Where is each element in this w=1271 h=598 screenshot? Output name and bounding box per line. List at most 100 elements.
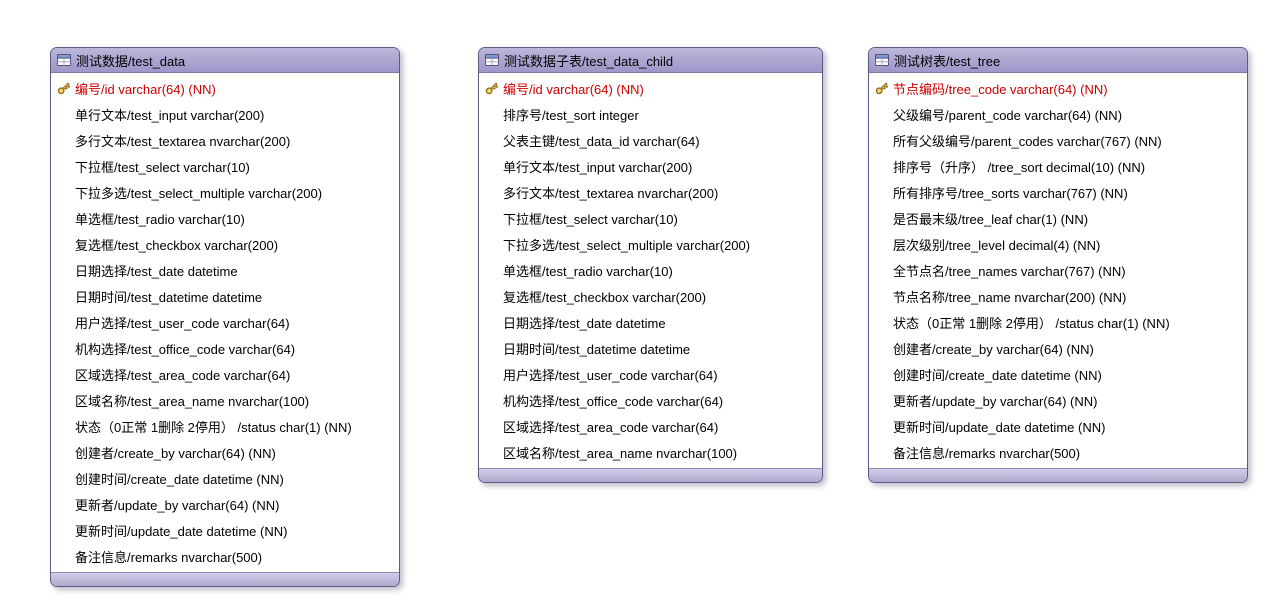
field-label: 备注信息/remarks nvarchar(500) <box>75 549 263 565</box>
field-row[interactable]: 所有父级编号/parent_codes varchar(767) (NN) <box>869 127 1247 153</box>
table-grid-icon <box>485 54 499 66</box>
field-row[interactable]: 区域名称/test_area_name nvarchar(100) <box>479 439 822 465</box>
field-row-primary-key[interactable]: 编号/id varchar(64) (NN) <box>51 75 399 101</box>
field-label: 父级编号/parent_code varchar(64) (NN) <box>893 107 1123 123</box>
field-row[interactable]: 父级编号/parent_code varchar(64) (NN) <box>869 101 1247 127</box>
field-row[interactable]: 日期时间/test_datetime datetime <box>479 335 822 361</box>
field-row[interactable]: 备注信息/remarks nvarchar(500) <box>51 543 399 569</box>
field-row[interactable]: 创建时间/create_date datetime (NN) <box>51 465 399 491</box>
field-row[interactable]: 用户选择/test_user_code varchar(64) <box>51 309 399 335</box>
table-grid-icon-svg <box>485 54 499 66</box>
table-grid-icon <box>875 54 889 66</box>
field-row[interactable]: 排序号（升序） /tree_sort decimal(10) (NN) <box>869 153 1247 179</box>
field-row[interactable]: 创建者/create_by varchar(64) (NN) <box>869 335 1247 361</box>
field-row[interactable]: 是否最末级/tree_leaf char(1) (NN) <box>869 205 1247 231</box>
field-row[interactable]: 日期时间/test_datetime datetime <box>51 283 399 309</box>
field-label: 用户选择/test_user_code varchar(64) <box>503 367 718 383</box>
table-header-test_tree[interactable]: 测试树表/test_tree <box>869 48 1247 73</box>
table-grid-icon-svg <box>875 54 889 66</box>
field-label: 创建者/create_by varchar(64) (NN) <box>893 341 1094 357</box>
field-label: 排序号/test_sort integer <box>503 107 639 123</box>
field-label: 复选框/test_checkbox varchar(200) <box>75 237 279 253</box>
table-title: 测试树表/test_tree <box>894 53 1001 69</box>
field-label: 区域名称/test_area_name nvarchar(100) <box>503 445 738 461</box>
field-row[interactable]: 多行文本/test_textarea nvarchar(200) <box>51 127 399 153</box>
field-label: 复选框/test_checkbox varchar(200) <box>503 289 707 305</box>
field-label: 日期选择/test_date datetime <box>75 263 238 279</box>
field-row[interactable]: 区域选择/test_area_code varchar(64) <box>51 361 399 387</box>
field-row[interactable]: 全节点名/tree_names varchar(767) (NN) <box>869 257 1247 283</box>
field-label: 节点名称/tree_name nvarchar(200) (NN) <box>893 289 1127 305</box>
field-row[interactable]: 机构选择/test_office_code varchar(64) <box>479 387 822 413</box>
table-card-test_data_child[interactable]: 测试数据子表/test_data_child 编号/id varchar(64) … <box>478 47 823 483</box>
field-row[interactable]: 节点名称/tree_name nvarchar(200) (NN) <box>869 283 1247 309</box>
field-label: 单选框/test_radio varchar(10) <box>503 263 673 279</box>
table-grid-icon <box>57 54 71 66</box>
field-label: 机构选择/test_office_code varchar(64) <box>503 393 724 409</box>
table-card-test_data[interactable]: 测试数据/test_data 编号/id varchar(64) (NN) 单行文本… <box>50 47 400 587</box>
field-label: 日期选择/test_date datetime <box>503 315 666 331</box>
field-row[interactable]: 备注信息/remarks nvarchar(500) <box>869 439 1247 465</box>
table-title: 测试数据子表/test_data_child <box>504 53 674 69</box>
field-row[interactable]: 排序号/test_sort integer <box>479 101 822 127</box>
field-label: 单行文本/test_input varchar(200) <box>503 159 693 175</box>
field-row[interactable]: 多行文本/test_textarea nvarchar(200) <box>479 179 822 205</box>
field-label: 多行文本/test_textarea nvarchar(200) <box>503 185 719 201</box>
field-label: 更新时间/update_date datetime (NN) <box>75 523 288 539</box>
field-row[interactable]: 下拉多选/test_select_multiple varchar(200) <box>51 179 399 205</box>
field-label: 状态（0正常 1删除 2停用） /status char(1) (NN) <box>75 419 352 435</box>
field-label: 父表主键/test_data_id varchar(64) <box>503 133 700 149</box>
field-row[interactable]: 区域选择/test_area_code varchar(64) <box>479 413 822 439</box>
field-row[interactable]: 所有排序号/tree_sorts varchar(767) (NN) <box>869 179 1247 205</box>
field-label: 编号/id varchar(64) (NN) <box>75 81 216 97</box>
field-row[interactable]: 创建者/create_by varchar(64) (NN) <box>51 439 399 465</box>
field-row[interactable]: 下拉框/test_select varchar(10) <box>51 153 399 179</box>
key-icon-svg <box>57 82 71 95</box>
field-row[interactable]: 层次级别/tree_level decimal(4) (NN) <box>869 231 1247 257</box>
field-row[interactable]: 状态（0正常 1删除 2停用） /status char(1) (NN) <box>51 413 399 439</box>
field-row[interactable]: 更新时间/update_date datetime (NN) <box>51 517 399 543</box>
field-row[interactable]: 下拉框/test_select varchar(10) <box>479 205 822 231</box>
field-row-primary-key[interactable]: 节点编码/tree_code varchar(64) (NN) <box>869 75 1247 101</box>
primary-key-icon <box>874 80 893 96</box>
field-label: 日期时间/test_datetime datetime <box>503 341 691 357</box>
field-row[interactable]: 状态（0正常 1删除 2停用） /status char(1) (NN) <box>869 309 1247 335</box>
field-row[interactable]: 日期选择/test_date datetime <box>479 309 822 335</box>
field-label: 更新者/update_by varchar(64) (NN) <box>75 497 280 513</box>
field-list: 节点编码/tree_code varchar(64) (NN) 父级编号/pare… <box>869 73 1247 468</box>
field-row[interactable]: 创建时间/create_date datetime (NN) <box>869 361 1247 387</box>
field-label: 创建时间/create_date datetime (NN) <box>75 471 284 487</box>
field-row[interactable]: 更新者/update_by varchar(64) (NN) <box>51 491 399 517</box>
field-row[interactable]: 单选框/test_radio varchar(10) <box>51 205 399 231</box>
table-card-test_tree[interactable]: 测试树表/test_tree 节点编码/tree_code varchar(64)… <box>868 47 1248 483</box>
field-label: 机构选择/test_office_code varchar(64) <box>75 341 296 357</box>
field-row[interactable]: 机构选择/test_office_code varchar(64) <box>51 335 399 361</box>
field-label: 更新时间/update_date datetime (NN) <box>893 419 1106 435</box>
field-row[interactable]: 更新者/update_by varchar(64) (NN) <box>869 387 1247 413</box>
field-label: 是否最末级/tree_leaf char(1) (NN) <box>893 211 1089 227</box>
primary-key-icon <box>484 80 503 96</box>
field-row[interactable]: 单选框/test_radio varchar(10) <box>479 257 822 283</box>
field-label: 排序号（升序） /tree_sort decimal(10) (NN) <box>893 159 1146 175</box>
key-icon-svg <box>875 82 889 95</box>
field-list: 编号/id varchar(64) (NN) 排序号/test_sort inte… <box>479 73 822 468</box>
field-row[interactable]: 父表主键/test_data_id varchar(64) <box>479 127 822 153</box>
field-row[interactable]: 用户选择/test_user_code varchar(64) <box>479 361 822 387</box>
field-row-primary-key[interactable]: 编号/id varchar(64) (NN) <box>479 75 822 101</box>
table-title: 测试数据/test_data <box>76 53 186 69</box>
table-header-test_data[interactable]: 测试数据/test_data <box>51 48 399 73</box>
field-label: 全节点名/tree_names varchar(767) (NN) <box>893 263 1126 279</box>
field-row[interactable]: 日期选择/test_date datetime <box>51 257 399 283</box>
table-header-test_data_child[interactable]: 测试数据子表/test_data_child <box>479 48 822 73</box>
field-label: 下拉框/test_select varchar(10) <box>75 159 250 175</box>
field-row[interactable]: 下拉多选/test_select_multiple varchar(200) <box>479 231 822 257</box>
field-list: 编号/id varchar(64) (NN) 单行文本/test_input va… <box>51 73 399 572</box>
field-row[interactable]: 单行文本/test_input varchar(200) <box>479 153 822 179</box>
field-row[interactable]: 区域名称/test_area_name nvarchar(100) <box>51 387 399 413</box>
field-label: 备注信息/remarks nvarchar(500) <box>893 445 1081 461</box>
field-row[interactable]: 单行文本/test_input varchar(200) <box>51 101 399 127</box>
field-row[interactable]: 复选框/test_checkbox varchar(200) <box>479 283 822 309</box>
field-label: 用户选择/test_user_code varchar(64) <box>75 315 290 331</box>
field-row[interactable]: 更新时间/update_date datetime (NN) <box>869 413 1247 439</box>
field-row[interactable]: 复选框/test_checkbox varchar(200) <box>51 231 399 257</box>
